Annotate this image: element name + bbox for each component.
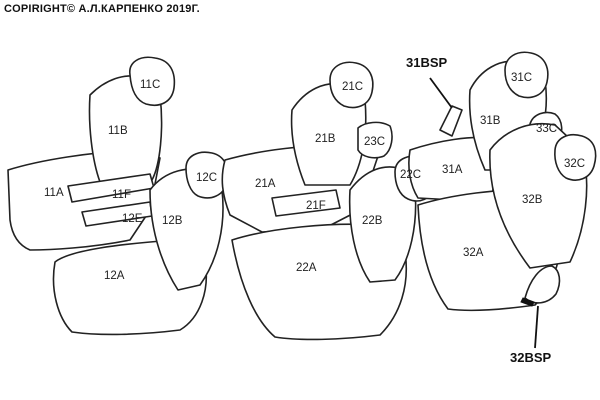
label-23c: 23C (364, 136, 385, 148)
label-11f: 11F (112, 189, 131, 201)
label-11b: 11B (108, 125, 128, 137)
label-21a: 21A (255, 178, 276, 190)
label-31bsp: 31BSP (406, 55, 448, 70)
label-22b: 22B (362, 215, 383, 227)
label-21f: 21F (306, 200, 326, 212)
label-32bsp: 32BSP (510, 350, 552, 365)
seat-part-21f (271, 189, 341, 217)
label-11c: 11C (140, 79, 160, 91)
seat-part-32c (554, 134, 597, 181)
label-12b: 12B (162, 215, 183, 227)
label-32b: 32B (522, 194, 543, 206)
label-11a: 11A (44, 187, 64, 199)
label-21c: 21C (342, 81, 363, 93)
label-12e: 12E (122, 213, 143, 225)
seat-part-32bsp-accent (520, 297, 535, 307)
seat-part-22b (348, 166, 417, 283)
label-33c: 33C (536, 123, 557, 135)
seat-part-31bsp (439, 105, 463, 137)
seat-part-21c (329, 61, 374, 109)
label-31a: 31A (442, 164, 463, 176)
label-31b: 31B (480, 115, 501, 127)
label-22c: 22C (400, 169, 421, 181)
label-32c: 32C (564, 158, 585, 170)
label-31c: 31C (511, 72, 532, 84)
seat-part-32bsp (524, 265, 561, 304)
seat-part-11c (129, 56, 176, 106)
seat-part-31c (504, 51, 549, 99)
label-21b: 21B (315, 133, 336, 145)
copyright-text: COPIRIGHT© А.Л.КАРПЕНКО 2019Г. (4, 3, 200, 15)
leader-line-32bsp (534, 305, 539, 349)
seat-part-23c (357, 121, 393, 159)
label-22a: 22A (296, 262, 317, 274)
leader-line-31bsp (429, 77, 453, 109)
label-12c: 12C (196, 172, 217, 184)
label-12a: 12A (104, 270, 125, 282)
label-32a: 32A (463, 247, 484, 259)
